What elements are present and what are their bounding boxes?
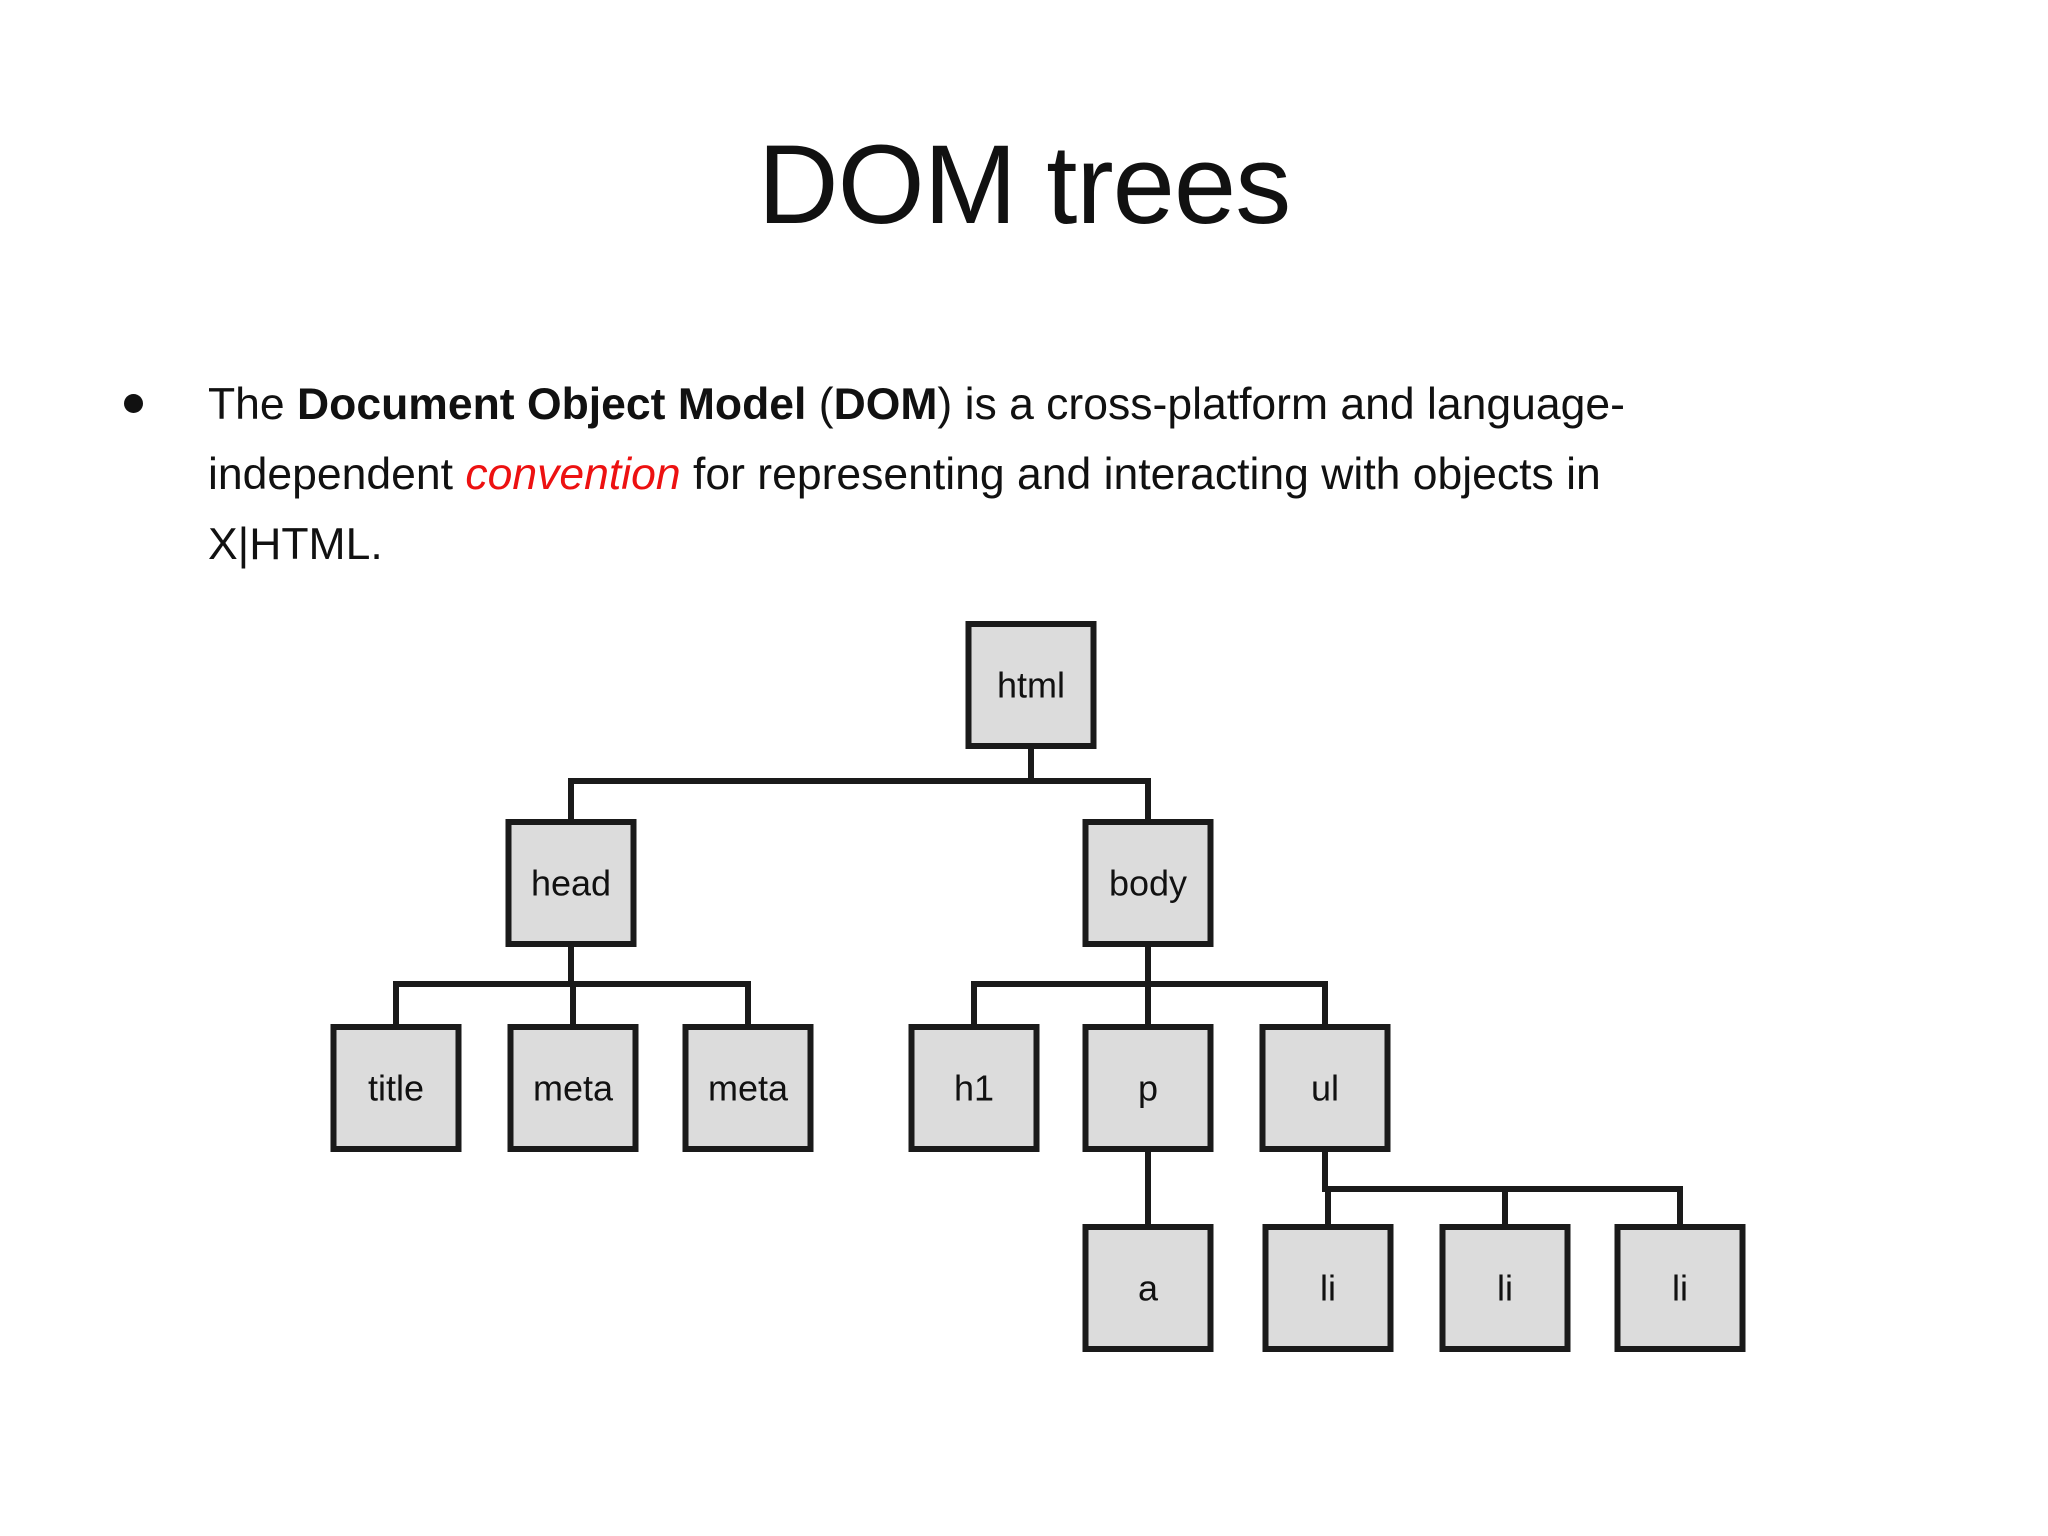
tree-node-label: head xyxy=(531,863,611,904)
tree-node-h1: h1 xyxy=(908,1024,1040,1152)
tree-node-label: ul xyxy=(1311,1068,1339,1109)
text-segment: DOM xyxy=(833,380,938,429)
tree-node-box xyxy=(1262,1224,1394,1352)
tree-node-box xyxy=(1259,1024,1391,1152)
tree-node-label: a xyxy=(1138,1268,1159,1309)
bullet-marker xyxy=(124,394,143,413)
tree-node-label: body xyxy=(1109,863,1187,904)
bullet-line: The Document Object Model (DOM) is a cro… xyxy=(208,370,1968,440)
tree-node-label: li xyxy=(1672,1268,1688,1309)
tree-node-li3: li xyxy=(1614,1224,1746,1352)
tree-node-box xyxy=(965,621,1097,749)
text-segment: independent xyxy=(208,450,466,499)
tree-node-box xyxy=(1614,1224,1746,1352)
tree-node-a: a xyxy=(1082,1224,1214,1352)
slide-title: DOM trees xyxy=(757,122,1291,247)
tree-node-label: p xyxy=(1138,1068,1158,1109)
tree-node-box xyxy=(1439,1224,1571,1352)
tree-node-p: p xyxy=(1082,1024,1214,1152)
text-segment: for representing and interacting with ob… xyxy=(680,450,1601,499)
text-segment: convention xyxy=(465,450,681,499)
tree-node-box xyxy=(1082,1024,1214,1152)
text-segment: ( xyxy=(806,380,834,429)
tree-node-label: li xyxy=(1320,1268,1336,1309)
tree-node-box xyxy=(505,819,637,947)
text-segment: ) is a cross-platform and language- xyxy=(937,380,1625,429)
text-segment: The xyxy=(208,380,298,429)
tree-node-box xyxy=(507,1024,639,1152)
tree-node-box xyxy=(1082,1224,1214,1352)
tree-node-head: head xyxy=(505,819,637,947)
tree-node-box xyxy=(682,1024,814,1152)
tree-node-html: html xyxy=(965,621,1097,749)
text-segment: X|HTML. xyxy=(208,520,383,569)
bullet-line: X|HTML. xyxy=(208,510,1968,580)
tree-node-box xyxy=(330,1024,462,1152)
tree-node-li2: li xyxy=(1439,1224,1571,1352)
bullet-text: The Document Object Model (DOM) is a cro… xyxy=(208,370,1968,580)
tree-node-box xyxy=(908,1024,1040,1152)
tree-node-li1: li xyxy=(1262,1224,1394,1352)
tree-node-label: html xyxy=(997,665,1065,706)
tree-node-label: h1 xyxy=(954,1068,994,1109)
tree-node-body: body xyxy=(1082,819,1214,947)
tree-node-label: meta xyxy=(533,1068,614,1109)
text-segment: Document Object Model xyxy=(297,380,807,429)
tree-node-meta1: meta xyxy=(507,1024,639,1152)
tree-node-meta2: meta xyxy=(682,1024,814,1152)
tree-node-title: title xyxy=(330,1024,462,1152)
tree-node-box xyxy=(1082,819,1214,947)
tree-node-label: title xyxy=(368,1068,424,1109)
tree-node-label: li xyxy=(1497,1268,1513,1309)
bullet-line: independent convention for representing … xyxy=(208,440,1968,510)
tree-node-ul: ul xyxy=(1259,1024,1391,1152)
tree-node-label: meta xyxy=(708,1068,789,1109)
